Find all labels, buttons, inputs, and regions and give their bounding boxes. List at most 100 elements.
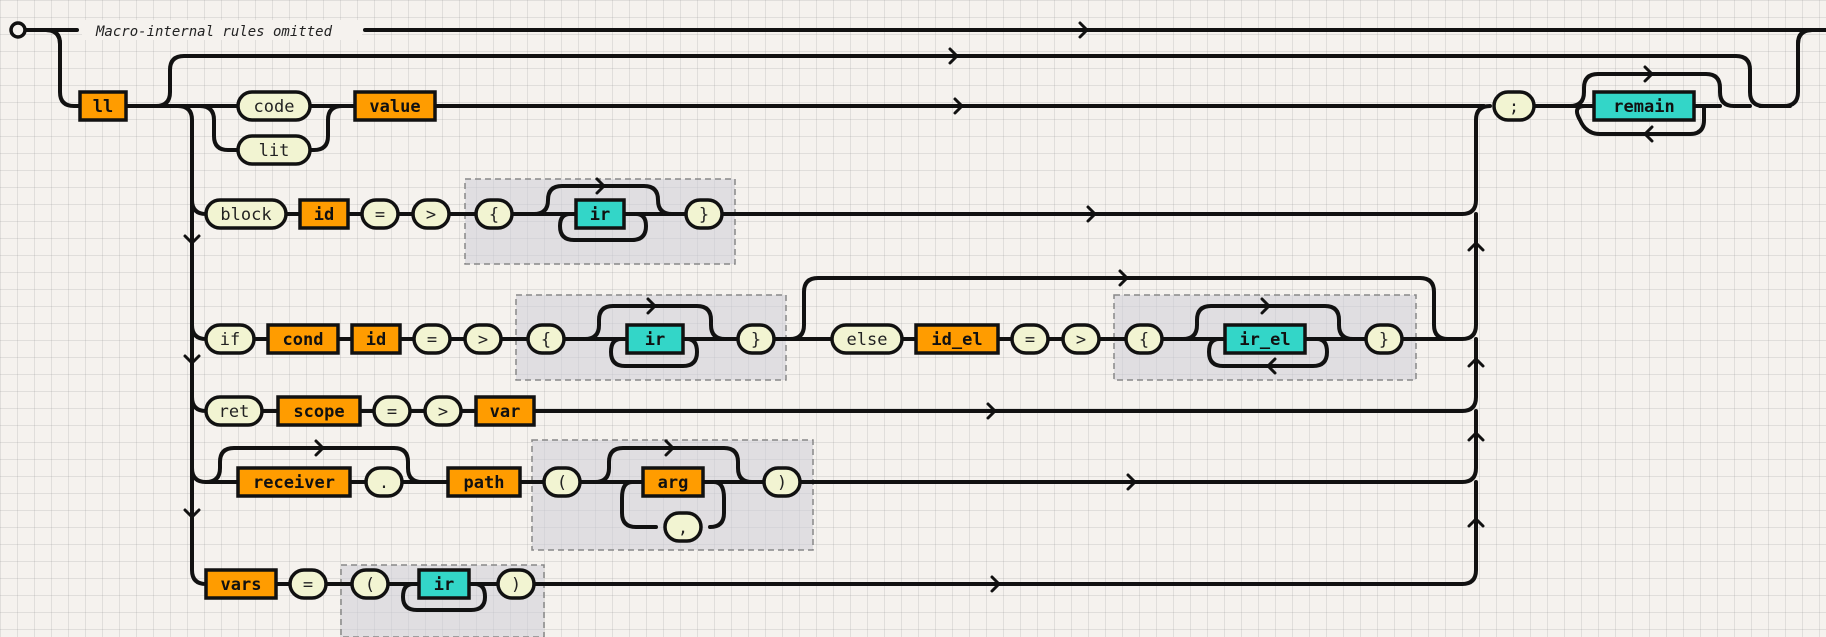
svg-text:>: > <box>478 330 488 350</box>
node-var[interactable]: var <box>474 395 536 427</box>
svg-text:cond: cond <box>283 330 324 350</box>
node-if-lbrace[interactable]: { <box>526 323 566 355</box>
svg-text:}: } <box>1379 330 1389 350</box>
svg-text:if: if <box>220 330 240 350</box>
node-vars-eq[interactable]: = <box>288 568 328 600</box>
svg-text:vars: vars <box>221 575 262 595</box>
node-dot[interactable]: . <box>364 466 404 498</box>
arrow-left <box>1266 357 1277 375</box>
arrow-right <box>1118 269 1129 287</box>
arrow-right <box>664 439 675 457</box>
node-block-eq[interactable]: = <box>360 198 400 230</box>
arrow-right <box>1260 297 1271 315</box>
node-block-ir[interactable]: ir <box>574 198 626 230</box>
arrow-left <box>1643 125 1654 143</box>
node-if-id[interactable]: id <box>350 323 402 355</box>
node-ret[interactable]: ret <box>204 395 264 427</box>
node-comma[interactable]: , <box>663 511 703 543</box>
svg-text:;: ; <box>1509 97 1519 117</box>
node-code[interactable]: code <box>236 90 312 122</box>
arrow-up <box>1467 517 1485 528</box>
node-ret-gt[interactable]: > <box>423 395 463 427</box>
node-ret-eq[interactable]: = <box>372 395 412 427</box>
node-id-el[interactable]: id_el <box>914 323 1000 355</box>
arrow-right <box>1643 65 1654 83</box>
svg-text:=: = <box>303 575 313 595</box>
svg-text:(: ( <box>557 473 567 493</box>
svg-text:{: { <box>541 330 551 350</box>
node-remain[interactable]: remain <box>1592 90 1696 122</box>
arrows <box>183 21 1654 593</box>
node-if-gt[interactable]: > <box>463 323 503 355</box>
start-marker <box>9 21 27 39</box>
node-ll[interactable]: ll <box>78 90 128 122</box>
node-vars-ir[interactable]: ir <box>417 568 471 600</box>
node-vars[interactable]: vars <box>204 568 278 600</box>
svg-text:remain: remain <box>1613 97 1674 117</box>
node-ir-el[interactable]: ir_el <box>1223 323 1307 355</box>
svg-text:value: value <box>369 97 420 117</box>
arrow-right <box>314 439 325 457</box>
arrow-right <box>953 97 964 115</box>
node-receiver[interactable]: receiver <box>236 466 352 498</box>
svg-text:}: } <box>751 330 761 350</box>
node-block-gt[interactable]: > <box>411 198 451 230</box>
node-else[interactable]: else <box>830 323 904 355</box>
arrow-down <box>183 508 201 519</box>
node-block-id[interactable]: id <box>298 198 350 230</box>
nodes: ll code lit value ; remain block id = > … <box>78 90 1696 600</box>
node-vars-lparen[interactable]: ( <box>350 568 390 600</box>
arrow-up <box>1467 431 1485 442</box>
arrow-up <box>1467 241 1485 252</box>
svg-text:var: var <box>490 402 521 422</box>
svg-text:id: id <box>366 330 386 350</box>
svg-text:=: = <box>427 330 437 350</box>
node-call-rparen[interactable]: ) <box>762 466 802 498</box>
arrow-down <box>183 354 201 365</box>
svg-text:else: else <box>847 330 888 350</box>
node-path[interactable]: path <box>446 466 522 498</box>
svg-text:ir: ir <box>434 575 454 595</box>
svg-text:id: id <box>314 205 334 225</box>
arrow-right <box>1126 473 1137 491</box>
comment-bg <box>82 20 362 40</box>
node-scope[interactable]: scope <box>276 395 362 427</box>
arrow-down <box>183 234 201 245</box>
svg-text:ir_el: ir_el <box>1239 330 1290 350</box>
node-el-lbrace[interactable]: { <box>1124 323 1164 355</box>
node-if-rbrace[interactable]: } <box>736 323 776 355</box>
node-if-ir[interactable]: ir <box>625 323 685 355</box>
svg-text:id_el: id_el <box>931 330 982 350</box>
node-semicolon[interactable]: ; <box>1492 90 1536 122</box>
svg-text:=: = <box>375 205 385 225</box>
node-arg[interactable]: arg <box>641 466 705 498</box>
node-block-lbrace[interactable]: { <box>474 198 514 230</box>
svg-text:code: code <box>254 97 295 117</box>
node-vars-rparen[interactable]: ) <box>496 568 536 600</box>
svg-text:>: > <box>1076 330 1086 350</box>
svg-text:): ) <box>777 473 787 493</box>
node-block[interactable]: block <box>204 198 288 230</box>
svg-text:path: path <box>464 473 505 493</box>
svg-text:ir: ir <box>590 205 610 225</box>
node-if[interactable]: if <box>204 323 256 355</box>
node-el-gt[interactable]: > <box>1061 323 1101 355</box>
svg-text:{: { <box>489 205 499 225</box>
omitted-rules-comment: Macro-internal rules omitted <box>95 24 333 40</box>
node-if-eq[interactable]: = <box>412 323 452 355</box>
svg-text:ir: ir <box>645 330 665 350</box>
node-el-rbrace[interactable]: } <box>1364 323 1404 355</box>
svg-text:ll: ll <box>93 97 113 117</box>
node-block-rbrace[interactable]: } <box>684 198 724 230</box>
node-call-lparen[interactable]: ( <box>542 466 582 498</box>
arrow-right <box>986 402 997 420</box>
node-value[interactable]: value <box>353 90 437 122</box>
svg-text:}: } <box>699 205 709 225</box>
svg-text:): ) <box>511 575 521 595</box>
svg-text:(: ( <box>365 575 375 595</box>
node-lit[interactable]: lit <box>236 134 312 166</box>
node-cond[interactable]: cond <box>266 323 340 355</box>
node-el-eq[interactable]: = <box>1010 323 1050 355</box>
svg-text:>: > <box>438 402 448 422</box>
